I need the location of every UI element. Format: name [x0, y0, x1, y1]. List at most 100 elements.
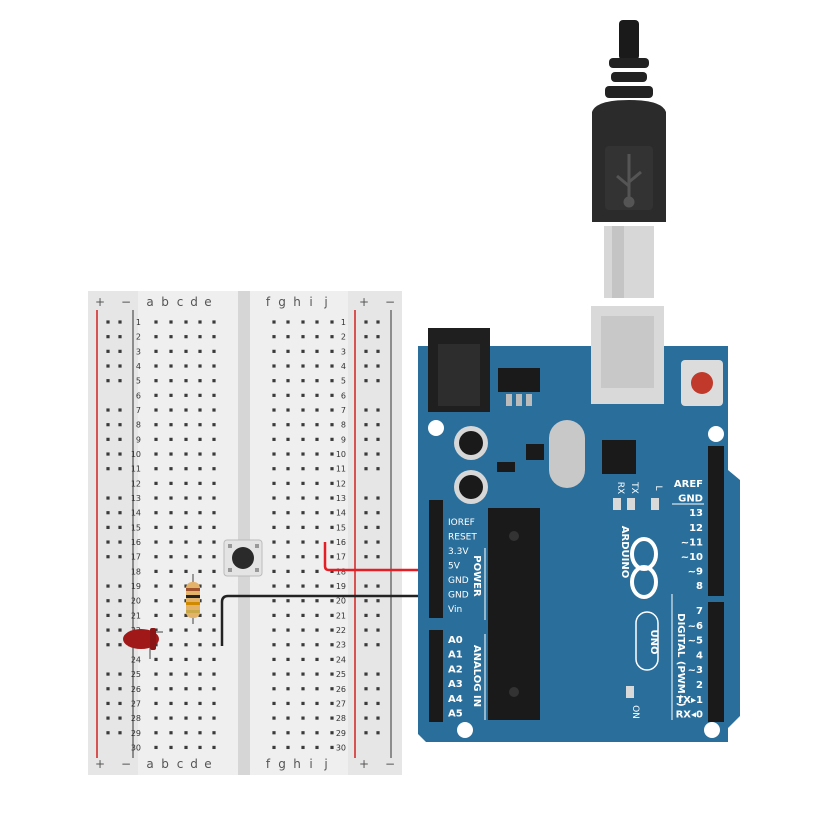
breadboard-hole[interactable] — [286, 408, 290, 412]
breadboard-hole[interactable] — [198, 687, 202, 691]
breadboard-hole[interactable] — [315, 379, 319, 383]
breadboard-hole[interactable] — [272, 496, 276, 500]
breadboard-hole[interactable] — [272, 364, 276, 368]
breadboard-hole[interactable] — [118, 701, 122, 706]
breadboard-hole[interactable] — [364, 335, 368, 339]
breadboard-hole[interactable] — [154, 437, 158, 441]
breadboard-hole[interactable] — [286, 335, 290, 339]
breadboard-hole[interactable] — [184, 672, 188, 676]
breadboard-hole[interactable] — [212, 379, 216, 383]
breadboard-hole[interactable] — [106, 379, 110, 383]
breadboard-hole[interactable] — [184, 320, 188, 324]
breadboard-hole[interactable] — [106, 349, 110, 353]
breadboard-hole[interactable] — [169, 452, 173, 456]
breadboard-hole[interactable] — [154, 496, 158, 500]
breadboard-hole[interactable] — [301, 584, 305, 588]
breadboard-hole[interactable] — [272, 745, 276, 750]
breadboard-hole[interactable] — [106, 540, 110, 544]
breadboard-hole[interactable] — [106, 716, 110, 720]
breadboard-hole[interactable] — [376, 496, 380, 500]
breadboard-hole[interactable] — [118, 452, 122, 456]
breadboard-hole[interactable] — [272, 467, 276, 471]
breadboard-hole[interactable] — [272, 379, 276, 383]
breadboard-hole[interactable] — [169, 672, 173, 676]
breadboard-hole[interactable] — [315, 320, 319, 324]
breadboard-hole[interactable] — [184, 525, 188, 529]
breadboard-hole[interactable] — [286, 511, 290, 515]
breadboard-hole[interactable] — [330, 540, 334, 544]
breadboard-hole[interactable] — [364, 599, 368, 603]
breadboard-hole[interactable] — [212, 701, 216, 706]
breadboard-hole[interactable] — [106, 511, 110, 515]
breadboard-hole[interactable] — [212, 672, 216, 676]
breadboard-hole[interactable] — [184, 379, 188, 383]
breadboard-hole[interactable] — [272, 716, 276, 720]
breadboard-hole[interactable] — [118, 496, 122, 500]
breadboard-hole[interactable] — [301, 335, 305, 339]
breadboard-hole[interactable] — [286, 745, 290, 750]
breadboard-hole[interactable] — [184, 349, 188, 353]
breadboard-hole[interactable] — [376, 613, 380, 617]
breadboard-hole[interactable] — [169, 437, 173, 441]
breadboard-hole[interactable] — [184, 423, 188, 427]
breadboard-hole[interactable] — [330, 320, 334, 324]
breadboard-hole[interactable] — [198, 643, 202, 647]
breadboard-hole[interactable] — [184, 437, 188, 441]
breadboard-hole[interactable] — [118, 687, 122, 691]
breadboard-hole[interactable] — [376, 467, 380, 471]
breadboard-hole[interactable] — [198, 613, 202, 617]
breadboard-hole[interactable] — [169, 584, 173, 588]
breadboard-hole[interactable] — [330, 496, 334, 500]
breadboard-hole[interactable] — [330, 745, 334, 750]
breadboard-hole[interactable] — [198, 555, 202, 559]
breadboard-hole[interactable] — [212, 452, 216, 456]
breadboard-hole[interactable] — [118, 423, 122, 427]
breadboard-hole[interactable] — [212, 599, 216, 603]
breadboard-hole[interactable] — [272, 628, 276, 632]
breadboard-hole[interactable] — [198, 437, 202, 441]
breadboard-hole[interactable] — [376, 731, 380, 735]
breadboard-hole[interactable] — [198, 716, 202, 720]
breadboard-hole[interactable] — [118, 716, 122, 720]
breadboard-hole[interactable] — [330, 511, 334, 515]
breadboard-hole[interactable] — [301, 349, 305, 353]
breadboard-hole[interactable] — [315, 657, 319, 662]
breadboard-hole[interactable] — [169, 349, 173, 353]
breadboard-hole[interactable] — [286, 555, 290, 559]
breadboard-hole[interactable] — [272, 511, 276, 515]
breadboard-hole[interactable] — [154, 569, 158, 573]
breadboard-hole[interactable] — [154, 379, 158, 383]
breadboard-hole[interactable] — [364, 628, 368, 632]
breadboard-hole[interactable] — [315, 423, 319, 427]
breadboard-hole[interactable] — [212, 584, 216, 588]
breadboard-hole[interactable] — [301, 672, 305, 676]
breadboard-hole[interactable] — [169, 540, 173, 544]
breadboard-hole[interactable] — [198, 423, 202, 427]
breadboard-hole[interactable] — [184, 657, 188, 662]
breadboard-hole[interactable] — [315, 628, 319, 632]
breadboard-hole[interactable] — [301, 525, 305, 529]
breadboard-hole[interactable] — [286, 540, 290, 544]
breadboard-hole[interactable] — [315, 335, 319, 339]
breadboard-hole[interactable] — [315, 599, 319, 603]
breadboard-hole[interactable] — [330, 731, 334, 735]
breadboard-hole[interactable] — [106, 335, 110, 339]
breadboard-hole[interactable] — [376, 423, 380, 427]
breadboard-hole[interactable] — [330, 364, 334, 368]
breadboard-hole[interactable] — [376, 379, 380, 383]
breadboard-hole[interactable] — [106, 643, 110, 647]
breadboard-hole[interactable] — [154, 349, 158, 353]
breadboard-hole[interactable] — [106, 452, 110, 456]
breadboard-hole[interactable] — [212, 496, 216, 500]
breadboard-hole[interactable] — [184, 628, 188, 632]
breadboard-hole[interactable] — [118, 335, 122, 339]
breadboard-hole[interactable] — [198, 379, 202, 383]
breadboard-hole[interactable] — [106, 437, 110, 441]
breadboard-hole[interactable] — [315, 687, 319, 691]
breadboard-hole[interactable] — [212, 657, 216, 662]
breadboard-hole[interactable] — [169, 745, 173, 750]
breadboard-hole[interactable] — [376, 687, 380, 691]
breadboard-hole[interactable] — [315, 569, 319, 573]
breadboard-hole[interactable] — [198, 525, 202, 529]
breadboard-hole[interactable] — [376, 701, 380, 706]
